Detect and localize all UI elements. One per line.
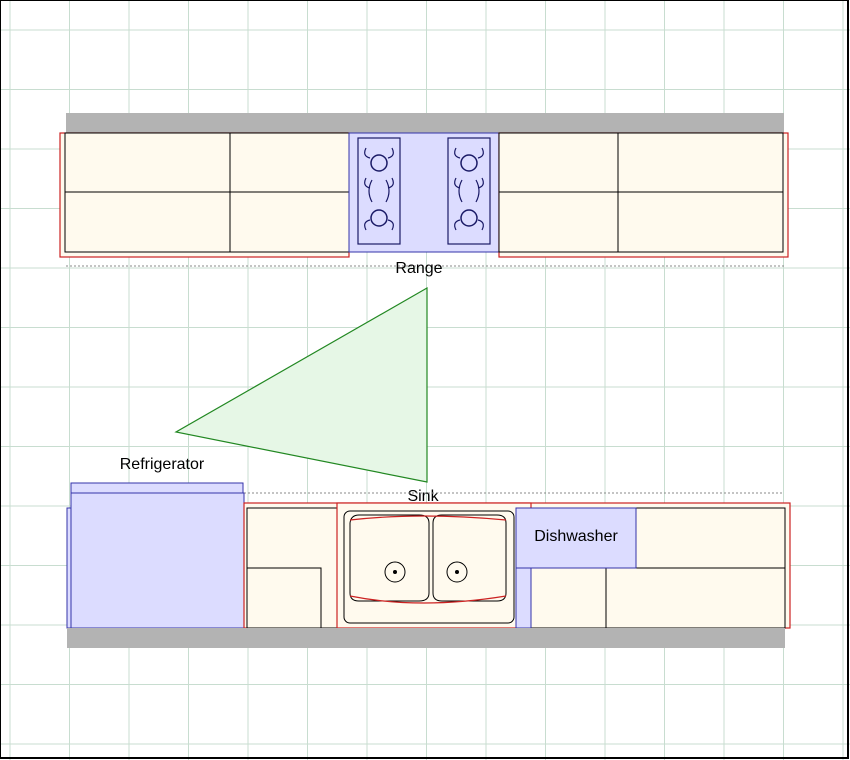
burner-grate-right — [447, 137, 491, 245]
top-left-cabinets — [59, 132, 350, 258]
range-appliance — [348, 132, 500, 253]
dishwasher-label: Dishwasher — [534, 528, 618, 545]
sink-appliance — [336, 502, 532, 629]
refrigerator-body — [70, 492, 245, 629]
dishwasher-appliance — [515, 507, 637, 569]
refrigerator-door — [70, 482, 244, 494]
range-label: Range — [395, 260, 442, 277]
dishwasher-side — [515, 567, 532, 629]
top-right-cabinets — [498, 132, 789, 258]
sink-basin-right — [432, 514, 507, 602]
sink-basin-left — [349, 514, 430, 602]
burner-grate-left — [357, 137, 401, 245]
cabinet-divider — [247, 567, 322, 628]
top-wall — [66, 113, 784, 133]
refrigerator-appliance — [66, 482, 245, 629]
sink-label: Sink — [407, 488, 439, 505]
bottom-wall — [67, 628, 785, 648]
work-triangle — [174, 286, 428, 483]
refrigerator-label: Refrigerator — [120, 456, 205, 473]
